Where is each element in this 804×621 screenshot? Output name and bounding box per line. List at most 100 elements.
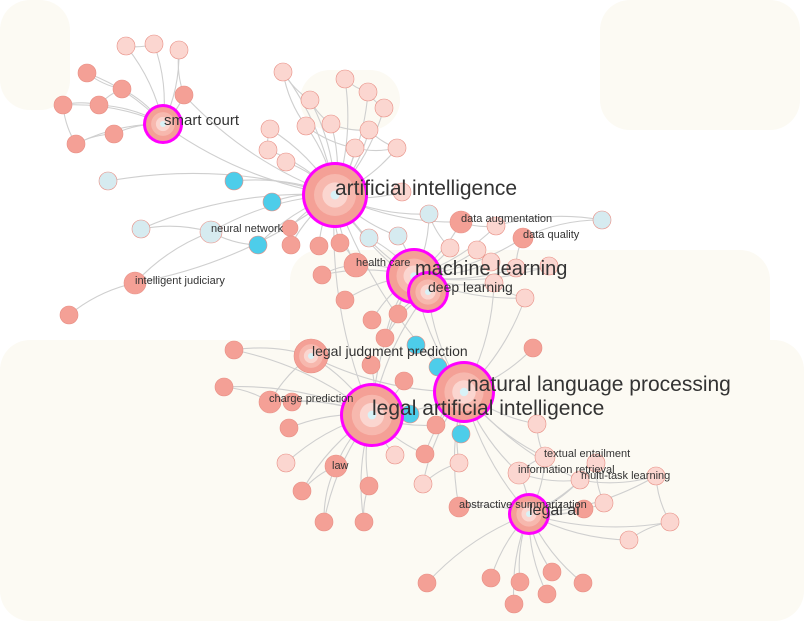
network-node <box>77 63 97 83</box>
network-node <box>262 192 282 212</box>
network-node <box>112 79 132 99</box>
node-circle <box>296 116 316 136</box>
network-node <box>515 288 535 308</box>
watermark-shape <box>0 0 70 110</box>
network-node <box>276 453 296 473</box>
network-node <box>343 252 369 278</box>
node-circle <box>506 258 526 278</box>
node-circle <box>594 493 614 513</box>
label-data-augmentation: data augmentation <box>461 213 552 225</box>
network-node <box>586 453 606 473</box>
network-node <box>486 216 506 236</box>
network-node <box>542 562 562 582</box>
label-natural-language-processing: natural language processing <box>467 373 731 396</box>
node-circle <box>426 415 446 435</box>
network-node <box>426 415 446 435</box>
network-node <box>449 210 473 234</box>
network-node <box>619 530 639 550</box>
network-node <box>59 305 79 325</box>
node-circle <box>260 119 280 139</box>
network-node <box>510 572 530 592</box>
network-node <box>467 240 487 260</box>
network-node <box>375 328 395 348</box>
node-circle <box>440 238 460 258</box>
node-circle <box>419 204 439 224</box>
network-node <box>282 392 302 412</box>
node-circle <box>335 290 355 310</box>
network-node <box>592 210 612 230</box>
network-node <box>388 304 408 324</box>
watermark-shape <box>300 70 400 130</box>
network-node <box>660 512 680 532</box>
label-legal-artificial-intelligence: legal artificial intelligence <box>372 397 604 420</box>
network-node <box>385 445 405 465</box>
node-circle <box>523 338 543 358</box>
network-node <box>260 119 280 139</box>
node-circle <box>123 271 147 295</box>
label-machine-learning: machine learning <box>415 258 567 280</box>
network-node <box>300 90 320 110</box>
network-node <box>359 120 379 140</box>
node-circle <box>359 120 379 140</box>
label-law: law <box>332 460 349 472</box>
label-multi-task-learning: multi-task learning <box>581 470 670 482</box>
network-node <box>508 493 550 535</box>
network-node <box>258 140 278 160</box>
node-circle <box>362 310 382 330</box>
node-circle <box>282 392 302 412</box>
node-circle <box>345 138 365 158</box>
network-node <box>594 493 614 513</box>
network-node <box>481 252 501 272</box>
network-node <box>89 95 109 115</box>
node-circle <box>300 90 320 110</box>
node-core <box>367 410 377 420</box>
node-circle <box>262 192 282 212</box>
node-circle <box>574 499 594 519</box>
node-circle <box>281 219 299 237</box>
watermark-shape <box>0 340 804 621</box>
node-circle <box>406 335 426 355</box>
node-circle <box>314 512 334 532</box>
node-circle <box>481 252 501 272</box>
node-core <box>160 121 166 127</box>
network-node <box>309 236 329 256</box>
node-circle <box>361 355 381 375</box>
node-circle <box>276 152 296 172</box>
node-circle <box>385 445 405 465</box>
network-node <box>574 499 594 519</box>
node-circle <box>321 114 341 134</box>
network-node <box>504 594 524 614</box>
network-node <box>481 568 501 588</box>
node-circle <box>273 62 293 82</box>
network-node <box>302 162 368 228</box>
network-node <box>374 98 394 118</box>
node-circle <box>89 95 109 115</box>
node-circle <box>417 573 437 593</box>
node-circle <box>467 240 487 260</box>
network-node <box>537 584 557 604</box>
node-circle <box>144 34 164 54</box>
node-circle <box>484 273 504 293</box>
network-node <box>448 496 470 518</box>
network-node <box>312 265 332 285</box>
network-node <box>281 219 299 237</box>
node-circle <box>77 63 97 83</box>
network-node <box>358 82 378 102</box>
network-node <box>433 361 495 423</box>
network-node <box>573 573 593 593</box>
label-data-quality: data quality <box>523 229 580 241</box>
network-node <box>387 138 407 158</box>
node-circle <box>312 265 332 285</box>
label-smart-court: smart court <box>164 112 240 129</box>
node-circle <box>413 474 433 494</box>
node-circle <box>330 233 350 253</box>
node-circle <box>527 414 547 434</box>
network-node <box>169 40 189 60</box>
label-abstractive-summarization: abstractive summarization <box>459 499 587 511</box>
network-node <box>419 204 439 224</box>
network-node <box>281 235 301 255</box>
node-circle <box>224 171 244 191</box>
node-circle <box>276 453 296 473</box>
node-circle <box>258 140 278 160</box>
network-node <box>330 233 350 253</box>
